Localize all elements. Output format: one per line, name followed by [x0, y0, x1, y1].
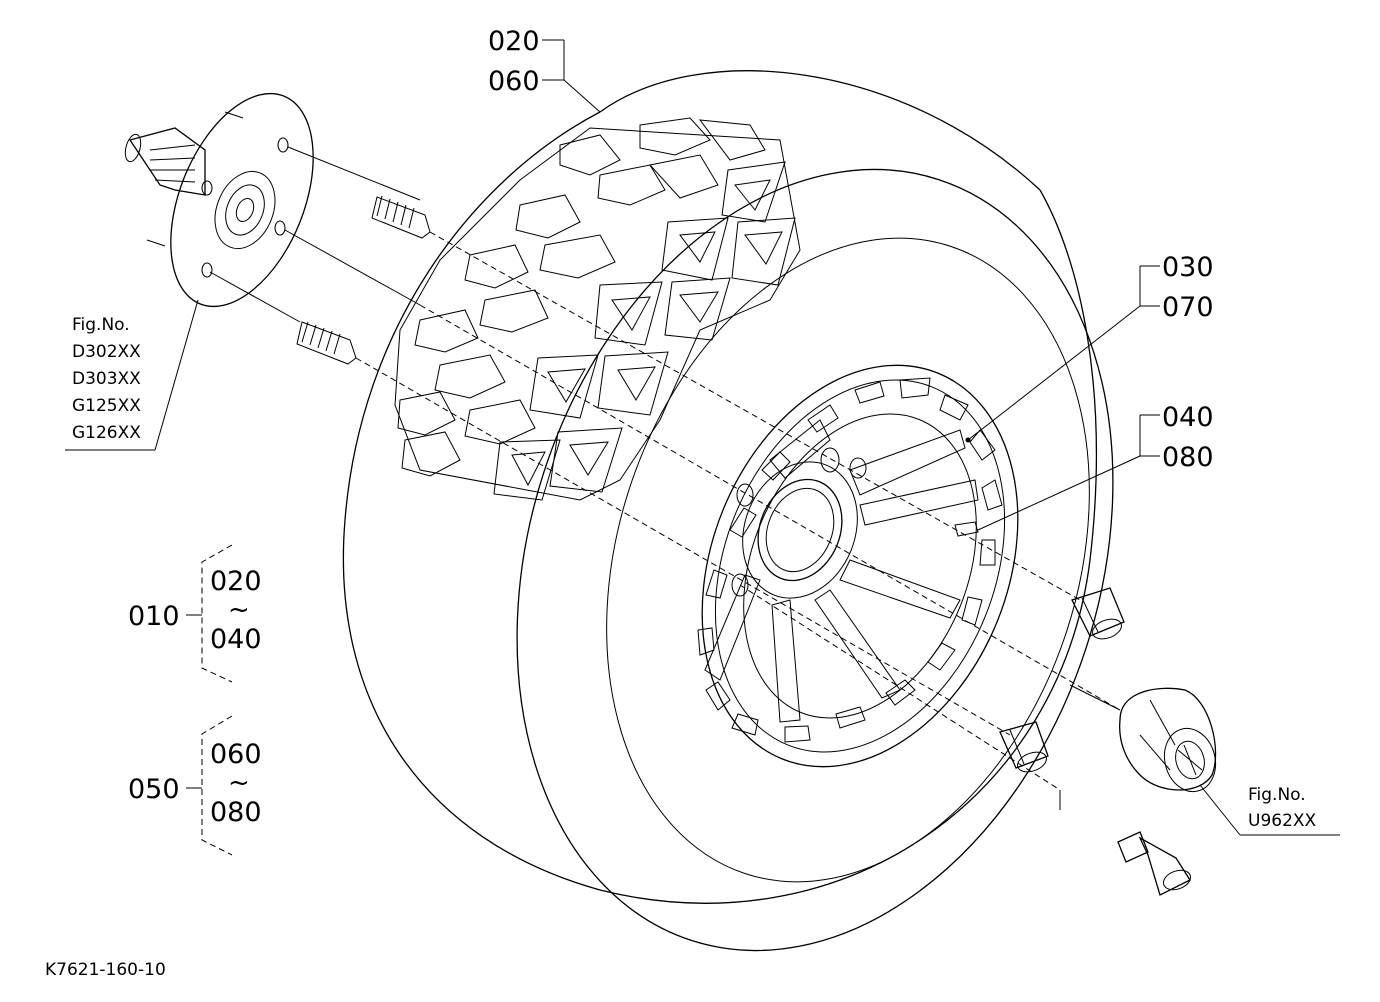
label-assembly-010-tilde: ~	[228, 595, 250, 625]
assembly-axis-lines	[209, 146, 1121, 810]
label-tire-020: 020	[488, 26, 540, 57]
hub-fig-d302: D302XX	[72, 342, 141, 362]
hub-cap	[1119, 687, 1217, 793]
assembly-bracket-050	[186, 715, 233, 856]
hub-stud-lower	[296, 321, 357, 365]
hub-stud-upper	[371, 195, 431, 239]
lug-bolt	[1117, 831, 1192, 896]
label-assembly-050-to: 080	[210, 797, 262, 828]
wheel-hub	[124, 92, 314, 308]
label-assembly-050-from: 060	[210, 739, 262, 770]
drawing-code: K7621-160-10	[45, 960, 166, 980]
hub-fig-g125: G125XX	[72, 396, 141, 416]
lug-nut-1	[1071, 587, 1125, 640]
tire	[342, 70, 1114, 952]
label-valve-080: 080	[1162, 442, 1214, 473]
label-assembly-010: 010	[128, 601, 180, 632]
leader-lines	[65, 39, 1340, 836]
label-tire-060: 060	[488, 66, 540, 97]
lug-nut-2	[999, 721, 1049, 773]
label-valve-040: 040	[1162, 402, 1214, 433]
cap-fig-u962: U962XX	[1248, 811, 1317, 831]
wheel-rim	[697, 364, 1019, 768]
label-rim-030: 030	[1162, 252, 1214, 283]
label-rim-070: 070	[1162, 292, 1214, 323]
label-assembly-050-tilde: ~	[228, 768, 250, 798]
assembly-bracket-010	[186, 544, 233, 683]
label-assembly-050: 050	[128, 774, 180, 805]
hub-fig-title: Fig.No.	[72, 315, 130, 335]
hub-fig-d303: D303XX	[72, 369, 141, 389]
tire-tread	[394, 117, 801, 501]
cap-fig-title: Fig.No.	[1248, 785, 1306, 805]
label-assembly-010-to: 040	[210, 624, 262, 655]
hub-fig-g126: G126XX	[72, 423, 141, 443]
label-assembly-010-from: 020	[210, 566, 262, 597]
